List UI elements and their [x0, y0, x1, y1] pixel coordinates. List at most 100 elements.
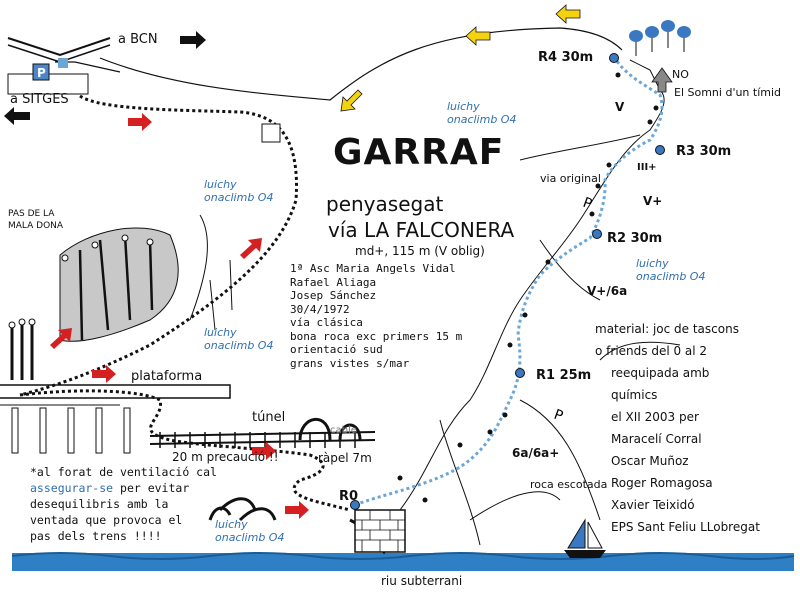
- belay-r0-label: R0: [339, 489, 359, 504]
- sea: [11, 552, 795, 571]
- route-info-line: vía clásica: [290, 316, 363, 329]
- material-list: material: joc de tascons o friends del 0…: [595, 318, 739, 362]
- rapel-label: ràpel 7m: [318, 451, 372, 465]
- route-prefix: vía: [328, 218, 358, 242]
- reequip-line: el XII 2003 per: [611, 410, 699, 424]
- via-original-label: via original: [540, 172, 601, 185]
- note-line: desequilibris amb la: [30, 497, 169, 511]
- piton-marker: P: [581, 195, 594, 213]
- warning-note: *al forat de ventilació cal assegurar-se…: [30, 464, 217, 544]
- note-line: ventada que provoca el: [30, 513, 183, 527]
- belay-r4-label: R4 30m: [538, 50, 594, 65]
- somni-label: El Somni d'un tímid: [674, 86, 782, 99]
- platform: [0, 384, 231, 454]
- mala-dona-rock: [59, 214, 233, 342]
- mala-dona-line: MALA DONA: [8, 221, 64, 231]
- cliff-outline: [399, 59, 681, 546]
- route-info-line: 1ª Asc Maria Angels Vidal: [290, 262, 456, 275]
- tree-icons: [629, 20, 691, 56]
- arrow-left-icon: [4, 107, 30, 125]
- route-name: LA FALCONERA: [364, 218, 515, 242]
- riu-label: riu subterrani: [381, 574, 463, 588]
- cliff-label: penyasegat: [326, 192, 444, 216]
- grey-arrow-icon: [651, 67, 673, 93]
- belay-r1-label: R1 25m: [536, 368, 592, 383]
- plataforma-label: plataforma: [131, 369, 203, 384]
- mala-dona-line: PAS DE LA: [8, 209, 55, 219]
- route-grade: md+, 115 m (V oblig): [355, 244, 485, 258]
- author-tag-line: luichy: [204, 178, 237, 191]
- reequip-line: EPS Sant Feliu LLobregat: [611, 520, 760, 534]
- author-tag-line: onaclimb O4: [204, 339, 274, 352]
- reequip-list: reequipada amb químics el XII 2003 per M…: [611, 362, 760, 538]
- sailboat-icon: [564, 518, 606, 558]
- grade-label: V: [615, 100, 625, 114]
- railway-track: [149, 431, 376, 448]
- route-info-line: Josep Sánchez: [290, 289, 377, 302]
- note-highlight: assegurar-se: [30, 481, 114, 495]
- reequip-line: Oscar Muñoz: [611, 454, 689, 468]
- route-info-line: 30/4/1972: [290, 302, 350, 316]
- ridge-line: [99, 27, 623, 101]
- barcelona-label: a BCN: [118, 32, 158, 47]
- grade-label: V+/6a: [587, 284, 628, 298]
- reequip-line: Xavier Teixidó: [611, 498, 695, 512]
- arrow-right-icon: [180, 31, 206, 49]
- author-tag-line: onaclimb O4: [215, 531, 285, 544]
- roca-escotada-label: roca escotada: [530, 478, 608, 491]
- route-title: vía LA FALCONERA: [328, 218, 514, 242]
- area-title: GARRAF: [333, 132, 505, 173]
- approach-path: [19, 94, 351, 512]
- author-tag-line: luichy: [215, 518, 248, 531]
- yellow-arrow-icons: [340, 4, 581, 112]
- author-tag-line: luichy: [204, 326, 237, 339]
- author-tag-line: luichy: [636, 257, 669, 270]
- author-tag-line: onaclimb O4: [204, 191, 274, 204]
- belay-markers: [350, 53, 665, 510]
- note-line: pas dels trens !!!!: [30, 529, 162, 543]
- parking-sign-icon: [32, 63, 50, 81]
- brick-building: [354, 509, 406, 553]
- reequip-line: Roger Romagosa: [611, 476, 713, 490]
- route-info-list: 1ª Asc Maria Angels Vidal Rafael Aliaga …: [290, 262, 462, 370]
- grade-label: V+: [643, 194, 663, 208]
- author-tag-line: onaclimb O4: [447, 113, 517, 126]
- reequip-line: reequipada amb: [611, 366, 710, 380]
- grade-label: 6a/6a+: [512, 446, 560, 460]
- piton-marker: P: [552, 407, 565, 425]
- route-info-line: bona roca exc primers 15 m: [290, 329, 463, 343]
- cabin-icon: [261, 123, 281, 143]
- route-info-line: grans vistes s/mar: [290, 356, 410, 370]
- red-arrow-icons: [50, 113, 309, 519]
- author-tag-line: onaclimb O4: [636, 270, 706, 283]
- svg-text:P: P: [37, 66, 46, 80]
- reequip-line: Maracelí Corral: [611, 432, 702, 446]
- note-continuation: per evitar: [113, 481, 190, 495]
- route-info-line: orientació sud: [290, 343, 383, 356]
- material-line: material: joc de tascons: [595, 322, 739, 336]
- mala-dona-label: PAS DE LA MALA DONA: [8, 208, 63, 232]
- note-line: assegurar-se per evitar: [30, 480, 217, 496]
- material-line: o friends del 0 al 2: [595, 344, 708, 358]
- climbing-route: [354, 57, 664, 507]
- tunel-label: túnel: [252, 410, 286, 425]
- precaucio-label: 20 m precaució !!: [172, 450, 279, 464]
- reequip-line: químics: [611, 388, 658, 402]
- posts: [8, 318, 36, 380]
- belay-r3-label: R3 30m: [676, 144, 732, 159]
- note-line: *al forat de ventilació cal: [30, 465, 217, 479]
- belay-r2-label: R2 30m: [607, 231, 663, 246]
- road-tunnel-icon: [7, 37, 121, 95]
- author-tag-line: luichy: [447, 100, 480, 113]
- no-label: NO: [672, 68, 689, 81]
- route-info-line: Rafael Aliaga: [290, 275, 377, 289]
- bolt-markers: [397, 72, 659, 503]
- sitges-label: a SITGES: [10, 92, 69, 107]
